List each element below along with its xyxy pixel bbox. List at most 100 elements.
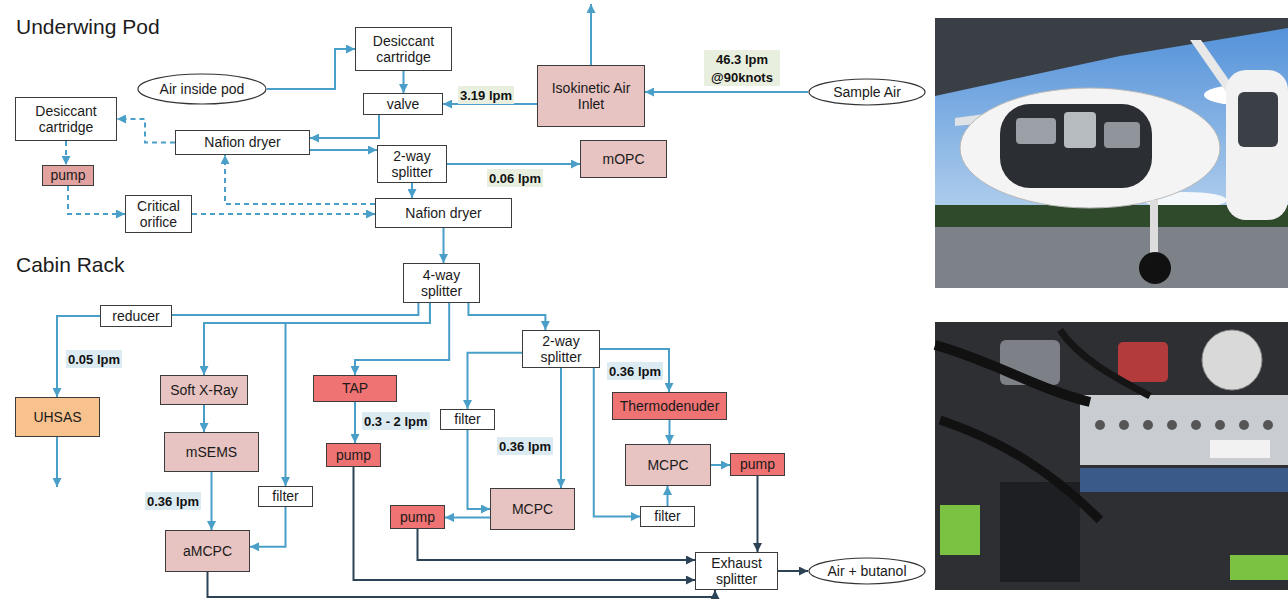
node-label: UHSAS [33, 409, 81, 425]
instrument-box: mOPC [580, 140, 667, 178]
process-box: Critical orifice [125, 195, 192, 233]
node-label: Nafion dryer [204, 134, 280, 150]
connector [1119, 420, 1129, 430]
node-label: Air + butanol [828, 563, 907, 579]
process-box: Exhaust splitter [695, 552, 778, 590]
connector [1143, 420, 1153, 430]
instrument-box: MCPC [490, 488, 575, 530]
flow-label-patch: 0.36 lpm [145, 492, 201, 510]
instrument-box: aMCPC [165, 530, 250, 572]
region-title: Underwing Pod [16, 14, 160, 39]
strap [1230, 555, 1288, 580]
node-label: Exhaust splitter [700, 555, 773, 587]
process-box: filter [440, 409, 495, 430]
gear-leg [1150, 200, 1158, 258]
instrument-box: mSEMS [164, 432, 259, 472]
flow-label-patch: 0.05 lpm [66, 350, 122, 368]
process-box: 2-way splitter [522, 330, 600, 368]
aircraft-photo [935, 18, 1288, 288]
cable [1060, 330, 1150, 396]
process-box: Desiccant cartridge [15, 97, 117, 141]
active-device-box: TAP [313, 375, 397, 402]
flow-label: 0.36 lpm [147, 494, 199, 509]
flow-label-patch: 0.36 lpm [607, 362, 663, 380]
connector [1167, 420, 1177, 430]
pod-instrument [1104, 122, 1140, 148]
cabin-window [1238, 92, 1278, 147]
node-label: 2-way splitter [527, 333, 595, 365]
instrument-box: Isokinetic Air Inlet [537, 65, 645, 127]
flow-label: 0.36 lpm [609, 364, 661, 379]
rack-instrument [1118, 342, 1168, 382]
node-label: TAP [342, 380, 368, 396]
process-box: Nafion dryer [175, 130, 310, 155]
ellipse-shape [138, 74, 266, 104]
region-band: Underwing PodAir inside podDesiccant car… [10, 10, 795, 243]
process-box: Desiccant cartridge [355, 27, 452, 71]
instrument-box: MCPC [625, 444, 711, 486]
node-label: 2-way splitter [382, 148, 442, 180]
node-label: Nafion dryer [405, 205, 481, 221]
node-label: pump [740, 456, 775, 472]
flow-label: 0.3 - 2 lpm [364, 414, 428, 429]
sky [935, 18, 1288, 288]
underwing-pod [960, 88, 1220, 208]
node-label: Desiccant cartridge [360, 33, 447, 65]
node-label: pump [336, 447, 371, 463]
flow-label-patch: 0.3 - 2 lpm [362, 412, 430, 430]
node-label: Desiccant cartridge [20, 103, 112, 135]
instrument-box: UHSAS [15, 397, 100, 437]
cabin-interior [935, 322, 1288, 590]
wheel [1139, 252, 1171, 284]
node-label: pump [400, 509, 435, 525]
flow-label: 3.19 lpm [460, 88, 512, 103]
rack-panel [1080, 395, 1288, 465]
pump-box: pump [42, 165, 94, 186]
node-label: Isokinetic Air Inlet [542, 80, 640, 112]
cabin-rack-photo [935, 322, 1288, 590]
cable [935, 345, 1090, 402]
node-label: Sample Air [833, 84, 901, 100]
terminal-ellipse: Sample Air [808, 78, 926, 106]
flow-label: 0.36 lpm [499, 439, 551, 454]
connector [1239, 420, 1249, 430]
instrument-box: Soft X-Ray [160, 375, 248, 405]
node-label: mOPC [603, 151, 645, 167]
rack-strip [1080, 468, 1288, 492]
active-device-box: Thermodenuder [612, 392, 727, 420]
node-label: filter [272, 488, 298, 504]
rack-box [1000, 482, 1080, 582]
region-title: Cabin Rack [16, 252, 125, 277]
process-box: valve [363, 93, 443, 115]
node-label: 4-way splitter [408, 267, 475, 299]
flow-label: 0.06 lpm [489, 171, 541, 186]
flow-label: 0.05 lpm [68, 352, 120, 367]
node-label: Soft X-Ray [170, 382, 238, 398]
node-label: mSEMS [186, 444, 237, 460]
fuselage [1226, 70, 1288, 220]
process-box: reducer [100, 305, 172, 327]
process-box: Nafion dryer [375, 198, 512, 228]
connector [1191, 420, 1201, 430]
power-socket [1210, 440, 1270, 458]
ellipse-shape [809, 558, 925, 584]
process-box: filter [258, 486, 313, 507]
flow-label-patch: 0.36 lpm [497, 437, 553, 455]
node-label: valve [387, 96, 420, 112]
node-label: reducer [112, 308, 159, 324]
active-device-box: pump [730, 453, 785, 476]
pod-instrument [1064, 112, 1096, 148]
connector [1215, 420, 1225, 430]
connector [1263, 420, 1273, 430]
node-label: MCPC [512, 501, 553, 517]
flow-label-patch: 0.06 lpm [487, 169, 543, 187]
node-label: filter [454, 411, 480, 427]
pod-instrument [1016, 118, 1056, 144]
process-box: 2-way splitter [377, 145, 447, 183]
terminal-ellipse: Air + butanol [808, 557, 926, 585]
node-label: Thermodenuder [620, 398, 720, 414]
node-label: Air inside pod [160, 81, 245, 97]
node-label: Critical orifice [130, 198, 187, 230]
active-device-box: pump [326, 443, 381, 467]
flow-label-patch: 46.3 lpm @90knots [704, 50, 780, 86]
